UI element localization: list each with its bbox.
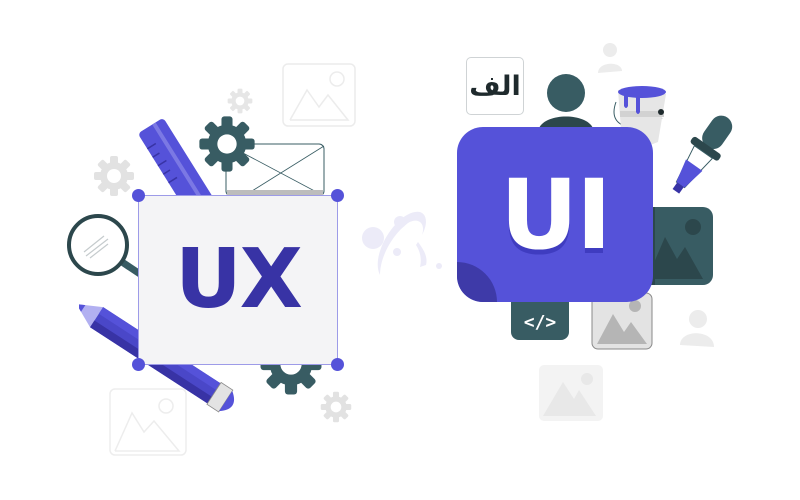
gear-icon [198, 115, 256, 173]
image-placeholder-icon [109, 388, 187, 456]
ui-label: UI [500, 158, 612, 271]
image-placeholder-icon [591, 292, 653, 350]
code-icon: </> [523, 312, 557, 333]
gear-icon [227, 88, 253, 114]
image-placeholder-icon [643, 207, 713, 285]
image-placeholder-icon [282, 63, 356, 127]
card-corner-accent [457, 262, 497, 302]
resize-handle-bottom-right[interactable] [331, 358, 344, 371]
arabic-label: الف [469, 70, 521, 102]
user-icon [536, 73, 596, 133]
ux-label: UX [175, 232, 303, 327]
image-placeholder-icon [539, 365, 603, 421]
ui-card: UI [457, 127, 653, 302]
arabic-letter-tile: الف [466, 57, 524, 115]
magnifying-glass-icon [66, 212, 146, 282]
planet-icon [350, 195, 450, 280]
resize-handle-top-left[interactable] [132, 189, 145, 202]
gear-icon [320, 391, 352, 423]
user-icon [679, 307, 715, 347]
resize-handle-top-right[interactable] [331, 189, 344, 202]
gear-icon [93, 155, 135, 197]
user-icon [596, 41, 624, 73]
eyedropper-icon [658, 108, 738, 208]
ux-card: UX [138, 195, 338, 365]
resize-handle-bottom-left[interactable] [132, 358, 145, 371]
